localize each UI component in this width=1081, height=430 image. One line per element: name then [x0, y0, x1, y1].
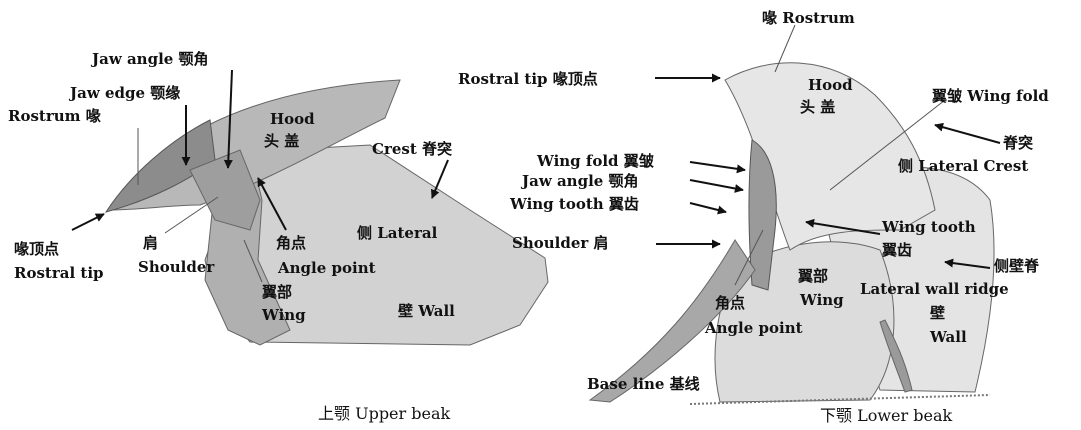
label-lower-shoulder: Shoulder 肩 — [512, 234, 609, 252]
arrow-lower-jaw-angle — [689, 179, 744, 193]
label-upper-hood-en: Hood — [270, 110, 315, 128]
label-lower-wing-en: Wing — [799, 291, 844, 309]
upper-beak-figure — [104, 79, 549, 346]
lower-beak-labels: 喙 Rostrum Rostral tip 喙顶点 Hood 头 盖 翼皱 Wi… — [458, 9, 1049, 425]
arrow-lower-wing-fold-right — [829, 99, 946, 191]
arrow-lower-wing-fold-left — [689, 161, 746, 174]
label-lower-wing-tooth-right-cn: 翼齿 — [881, 241, 912, 259]
label-upper-rostral-tip-en: Rostral tip — [14, 264, 104, 282]
arrow-shoulder — [164, 196, 219, 234]
label-upper-lateral: 侧 Lateral — [357, 224, 438, 242]
arrow-rostral-tip — [71, 213, 105, 231]
label-lower-crest: 脊突 — [1002, 134, 1033, 152]
caption-upper-beak: 上颚 Upper beak — [318, 404, 451, 423]
label-lower-wall-en: Wall — [929, 328, 967, 346]
arrow-lower-wing-tooth-right — [805, 218, 881, 235]
label-upper-crest: Crest 脊突 — [372, 140, 452, 158]
label-lower-wing-fold-right: 翼皱 Wing fold — [931, 87, 1049, 105]
label-lower-wing-cn: 翼部 — [797, 267, 828, 285]
label-upper-angle-point-cn: 角点 — [276, 234, 306, 252]
arrow-crest — [430, 159, 449, 199]
label-upper-jaw-angle: Jaw angle 颚角 — [90, 50, 209, 68]
label-lower-wing-fold-left: Wing fold 翼皱 — [536, 152, 655, 170]
upper-beak-arrows — [71, 69, 449, 283]
arrow-lower-angle-point — [734, 229, 764, 286]
label-lower-rostral-tip: Rostral tip 喙顶点 — [458, 70, 598, 88]
label-lower-base-line: Base line 基线 — [587, 375, 700, 393]
label-upper-wing-en: Wing — [261, 306, 306, 324]
upper-beak-labels: Jaw angle 颚角 Jaw edge 颚缘 Rostrum 喙 Hood … — [8, 50, 455, 423]
arrow-jaw-angle — [223, 69, 233, 169]
lower-shoulder-shape — [588, 239, 756, 403]
arrow-wing-upper — [243, 239, 263, 283]
label-lower-rostrum: 喙 Rostrum — [762, 9, 855, 27]
label-upper-hood-cn: 头 盖 — [264, 132, 299, 150]
label-upper-wing-cn: 翼部 — [261, 283, 292, 301]
arrow-lower-lateral-wall-ridge — [944, 258, 991, 269]
label-lower-hood-cn: 头 盖 — [800, 98, 835, 116]
arrow-lower-crest — [934, 122, 1001, 144]
arrow-lower-rostrum — [774, 24, 796, 73]
upper-shoulder-shape — [189, 149, 261, 231]
label-upper-rostrum: Rostrum 喙 — [8, 107, 102, 125]
lower-beak-arrows — [655, 24, 1001, 286]
label-upper-wall: 壁 Wall — [398, 302, 455, 320]
arrow-lower-wing-tooth-left — [689, 202, 727, 215]
label-lower-wing-tooth-left: Wing tooth 翼齿 — [509, 195, 639, 213]
label-lower-lateral-wall-ridge-cn: 侧壁脊 — [994, 257, 1040, 275]
label-lower-hood-en: Hood — [808, 76, 853, 94]
label-upper-jaw-edge: Jaw edge 颚缘 — [68, 84, 180, 102]
label-upper-shoulder-en: Shoulder — [138, 258, 215, 276]
label-lower-angle-point-en: Angle point — [704, 319, 803, 337]
lower-wing-fold-shape — [748, 139, 777, 291]
label-upper-shoulder-cn: 肩 — [143, 234, 158, 252]
label-lower-lateral-crest: 侧 Lateral Crest — [898, 157, 1028, 175]
label-lower-wing-tooth-right-en: Wing tooth — [881, 218, 976, 236]
lower-beak-figure — [588, 62, 995, 405]
label-lower-lateral-wall-ridge-en: Lateral wall ridge — [860, 280, 1009, 298]
lower-ridge-shape — [879, 319, 913, 393]
label-lower-angle-point-cn: 角点 — [715, 294, 745, 312]
upper-rostrum-shape — [104, 119, 216, 213]
label-upper-angle-point-en: Angle point — [277, 259, 376, 277]
arrow-angle-point — [257, 177, 287, 231]
caption-lower-beak: 下颚 Lower beak — [820, 406, 952, 425]
label-upper-rostral-tip-cn: 喙顶点 — [14, 240, 59, 258]
label-lower-jaw-angle: Jaw angle 颚角 — [520, 172, 639, 190]
label-lower-wall-cn: 壁 — [930, 304, 945, 322]
